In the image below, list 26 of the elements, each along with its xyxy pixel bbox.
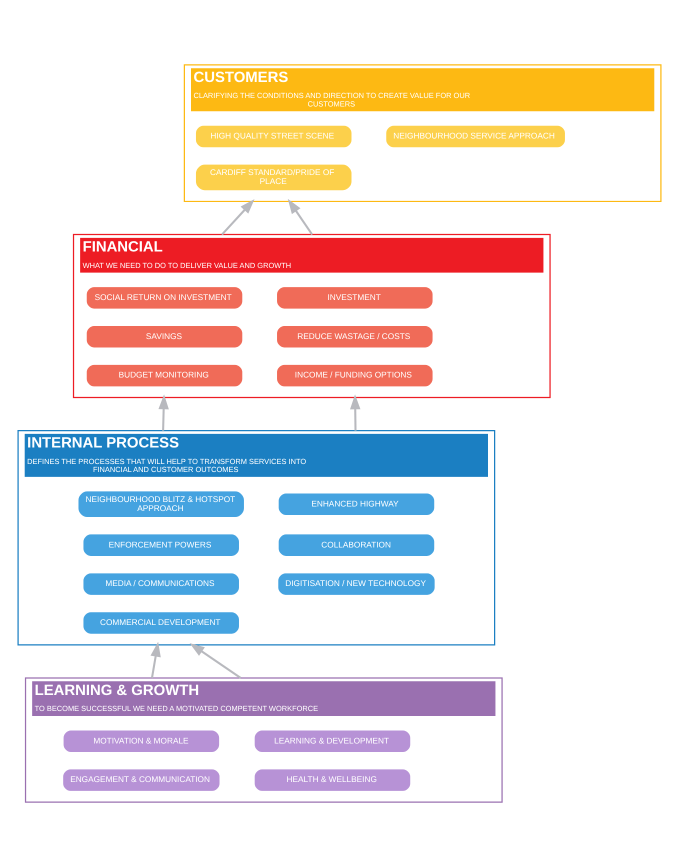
node-box: SAVINGS — [86, 326, 242, 348]
node-box: COMMERCIAL DEVELOPMENT — [83, 612, 239, 634]
node-box: MEDIA / COMMUNICATIONS — [83, 573, 239, 595]
node-box: ENHANCED HIGHWAY — [278, 493, 434, 515]
node-box: MOTIVATION & MORALE — [64, 730, 220, 752]
node-box: COLLABORATION — [278, 534, 434, 556]
arrow — [350, 394, 360, 431]
node-box: HEALTH & WELLBEING — [254, 769, 410, 791]
node-box: INCOME / FUNDING OPTIONS — [277, 364, 433, 386]
node-box: DIGITISATION / NEW TECHNOLOGY — [278, 573, 435, 595]
arrow — [221, 199, 255, 236]
arrow — [158, 394, 169, 431]
arrow — [288, 198, 313, 236]
node-box: HIGH QUALITY STREET SCENE — [196, 126, 352, 148]
arrow — [150, 642, 161, 678]
node-box: INVESTMENT — [277, 287, 433, 309]
arrow — [190, 643, 242, 679]
node-box: CARDIFF STANDARD/PRIDE OF PLACE — [196, 164, 352, 190]
node-box: ENGAGEMENT & COMMUNICATION — [63, 769, 220, 791]
node-box: SOCIAL RETURN ON INVESTMENT — [86, 287, 242, 309]
node-box: BUDGET MONITORING — [86, 364, 242, 386]
node-box: LEARNING & DEVELOPMENT — [254, 730, 410, 752]
node-box: NEIGHBOURHOOD SERVICE APPROACH — [386, 126, 565, 148]
node-box: ENFORCEMENT POWERS — [83, 534, 239, 556]
node-box: REDUCE WASTAGE / COSTS — [277, 326, 433, 348]
node-box: NEIGHBOURHOOD BLITZ & HOTSPOT APPROACH — [78, 491, 244, 518]
